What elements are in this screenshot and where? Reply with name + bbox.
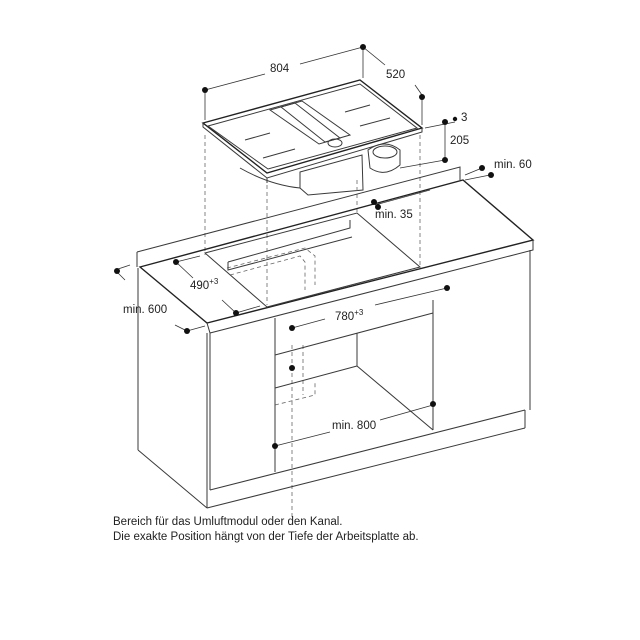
label-cabinet-width: min. 800 bbox=[332, 420, 376, 432]
label-hob-thickness: 3 bbox=[461, 112, 467, 124]
label-min-front: min. 35 bbox=[375, 209, 413, 221]
label-hob-height: 205 bbox=[450, 135, 469, 147]
note-line-1: Bereich für das Umluftmodul oder den Kan… bbox=[113, 516, 343, 528]
label-cutout-depth: 490+3 bbox=[190, 277, 219, 292]
worktop bbox=[136, 166, 535, 334]
projection-lines bbox=[204, 135, 421, 518]
label-worktop-depth: min. 600 bbox=[123, 304, 167, 316]
note-line-2: Die exakte Position hängt von der Tiefe … bbox=[113, 531, 419, 543]
dimension-dots bbox=[114, 44, 494, 449]
dimension-lines bbox=[114, 46, 491, 447]
hob bbox=[201, 79, 424, 196]
label-cutout-width: 780+3 bbox=[335, 308, 364, 323]
label-hob-depth: 520 bbox=[386, 69, 405, 81]
label-min-back: min. 60 bbox=[494, 159, 532, 171]
label-hob-width: 804 bbox=[270, 63, 290, 75]
